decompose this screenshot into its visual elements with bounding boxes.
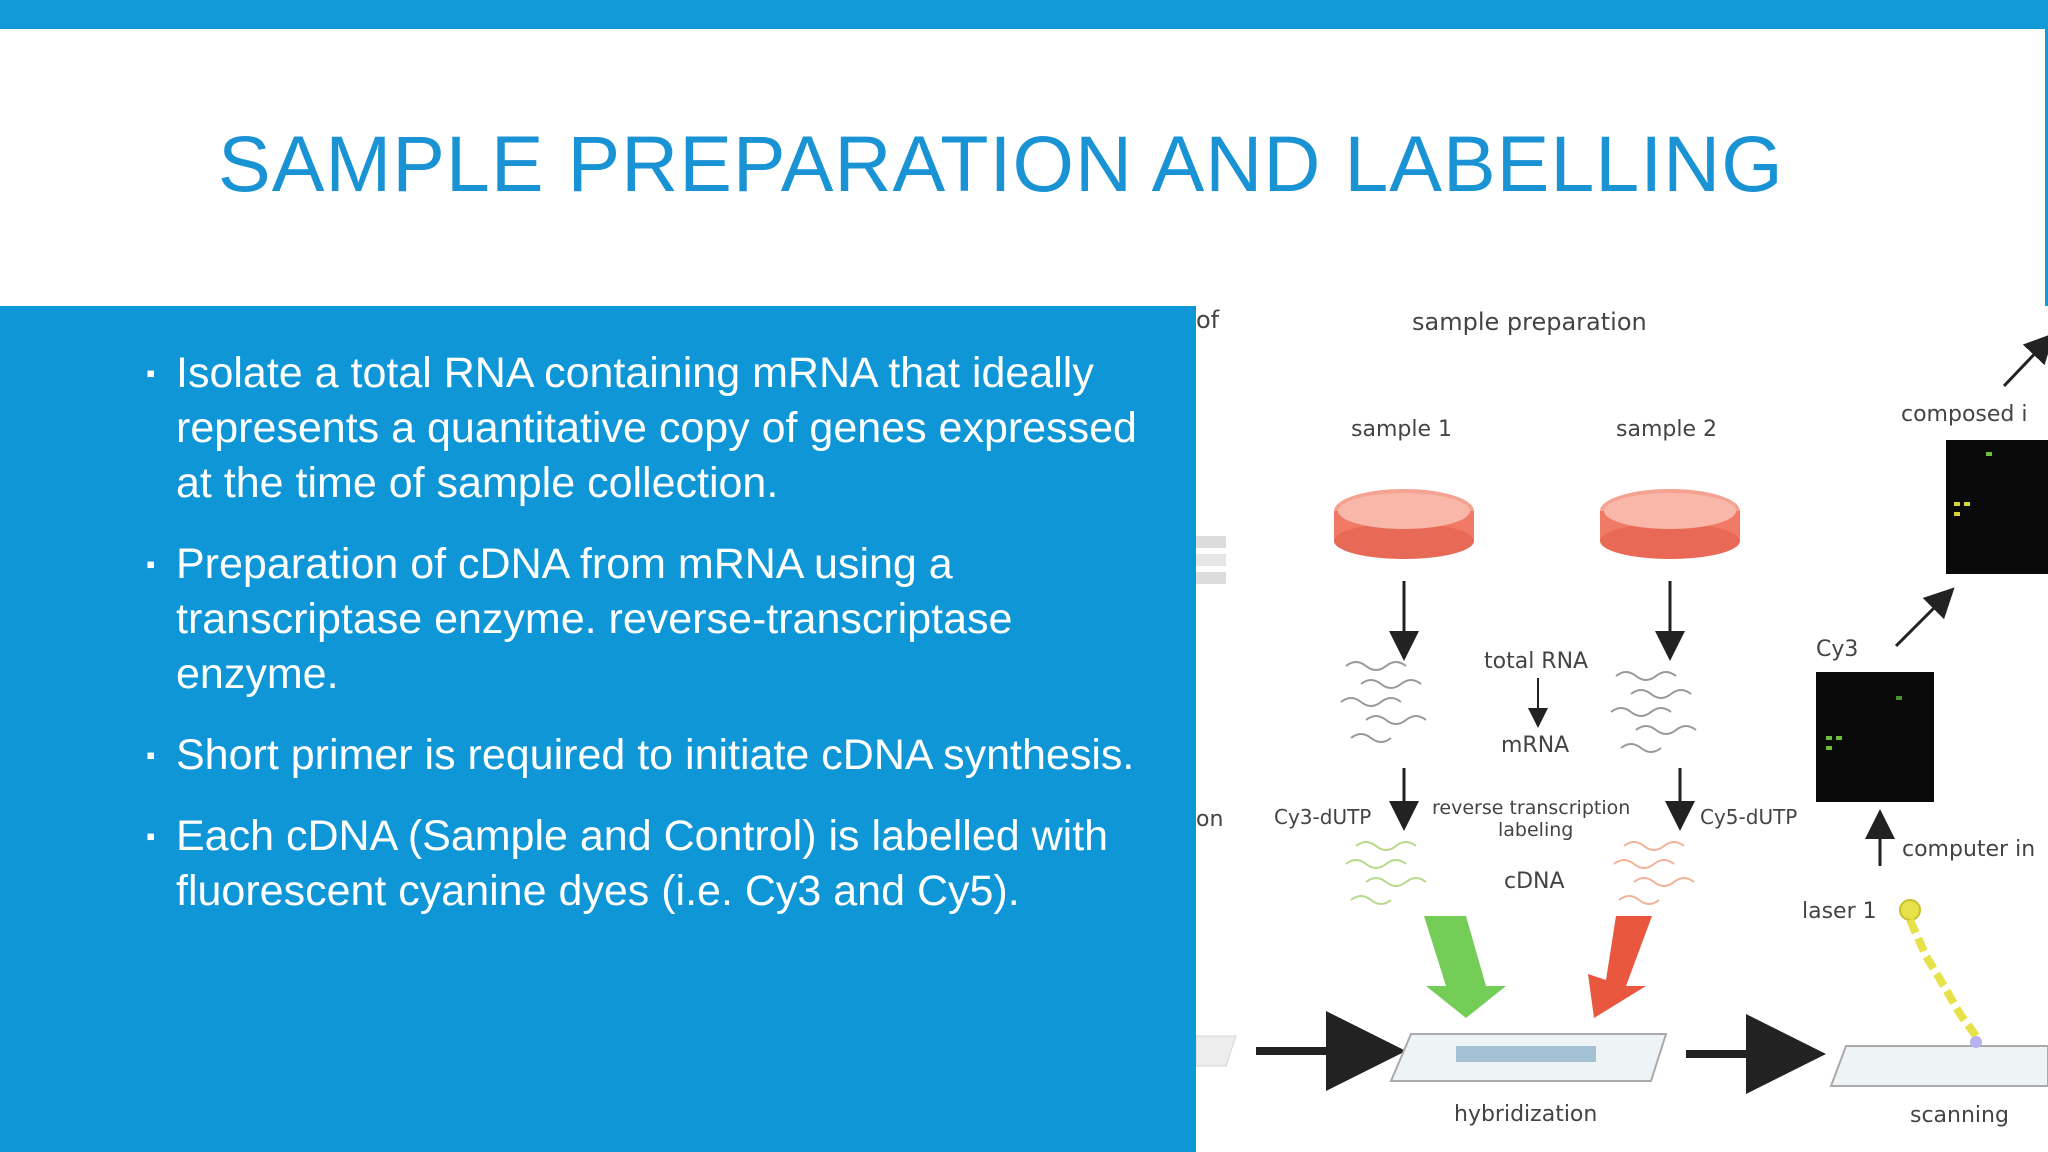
bullet-list: ▪ Isolate a total RNA containing mRNA th…: [140, 346, 1150, 945]
bullet-item: ▪ Each cDNA (Sample and Control) is labe…: [140, 809, 1150, 919]
sample-2-label: sample 2: [1616, 417, 1717, 442]
bullet-item: ▪ Isolate a total RNA containing mRNA th…: [140, 346, 1150, 511]
hybridization-label: hybridization: [1454, 1102, 1597, 1127]
labeling-label: labeling: [1498, 819, 1573, 841]
bullet-square-icon: ▪: [146, 821, 156, 851]
cdna-label: cDNA: [1504, 869, 1565, 894]
scanning-slide-icon: [1829, 1045, 2048, 1087]
cy5-dutp-label: Cy5-dUTP: [1700, 805, 1797, 829]
reverse-transcription-label: reverse transcription: [1432, 797, 1630, 819]
bullet-item: ▪ Preparation of cDNA from mRNA using a …: [140, 537, 1150, 702]
total-rna-label: total RNA: [1484, 649, 1588, 674]
microarray-diagram-svg: of on sample preparation sample 1 sample…: [1196, 306, 2048, 1128]
laser-label: laser 1: [1802, 899, 1877, 924]
header-fragment-label: of: [1196, 306, 1220, 334]
left-stack-icon: [1196, 536, 1226, 584]
top-accent-bar: [0, 0, 2048, 29]
mrna-label: mRNA: [1501, 733, 1569, 758]
right-edge-accent: [2045, 29, 2048, 306]
rna-squiggles-left-icon: [1340, 661, 1427, 743]
bullet-text: Short primer is required to initiate cDN…: [176, 731, 1135, 779]
bullet-item: ▪ Short primer is required to initiate c…: [140, 728, 1150, 783]
left-slide-icon: [1196, 1035, 1237, 1067]
bullet-text: Preparation of cDNA from mRNA using a tr…: [176, 540, 1013, 698]
rna-squiggles-right-icon: [1610, 671, 1697, 753]
slide-title: SAMPLE PREPARATION AND LABELLING: [218, 119, 1784, 208]
microarray-diagram: of on sample preparation sample 1 sample…: [1196, 306, 2048, 1152]
left-fragment-label: on: [1196, 807, 1223, 832]
computer-imaging-label: computer in: [1902, 837, 2035, 862]
sample-preparation-label: sample preparation: [1412, 308, 1647, 336]
green-arrow-icon: [1424, 916, 1506, 1018]
composed-scan-image: [1946, 440, 2048, 574]
bullet-square-icon: ▪: [146, 358, 156, 388]
hybridization-slide-icon: [1389, 1033, 1668, 1082]
sample-1-label: sample 1: [1351, 417, 1452, 442]
cy3-label: Cy3: [1816, 637, 1858, 662]
arrow-up-right-icon: [1894, 587, 1955, 648]
bullet-text: Isolate a total RNA containing mRNA that…: [176, 349, 1137, 507]
bullet-panel: ▪ Isolate a total RNA containing mRNA th…: [0, 306, 1196, 1152]
cdna-green-squiggles-icon: [1345, 841, 1427, 905]
laser-beam-icon: [1899, 899, 1982, 1048]
sample-2-dish-icon: [1600, 489, 1740, 559]
bullet-square-icon: ▪: [146, 740, 156, 770]
cy3-dutp-label: Cy3-dUTP: [1274, 805, 1371, 829]
bullet-text: Each cDNA (Sample and Control) is labell…: [176, 812, 1109, 915]
bullet-square-icon: ▪: [146, 549, 156, 579]
sample-1-dish-icon: [1334, 489, 1474, 559]
cdna-red-squiggles-icon: [1613, 841, 1695, 905]
scanning-label: scanning: [1910, 1103, 2009, 1128]
composed-image-label: composed i: [1901, 402, 2027, 427]
red-arrow-icon: [1588, 916, 1652, 1018]
cy3-scan-image: [1816, 672, 1934, 802]
arrow-up-right-icon: [2002, 333, 2048, 388]
